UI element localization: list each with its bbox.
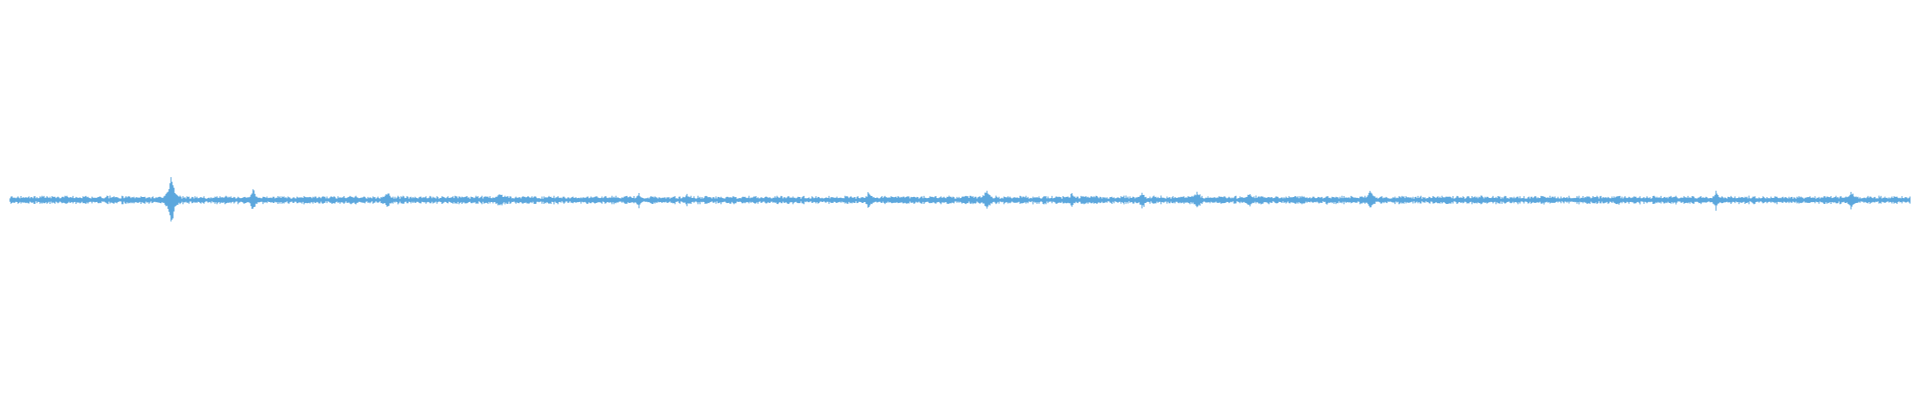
waveform-samples <box>9 177 1911 222</box>
